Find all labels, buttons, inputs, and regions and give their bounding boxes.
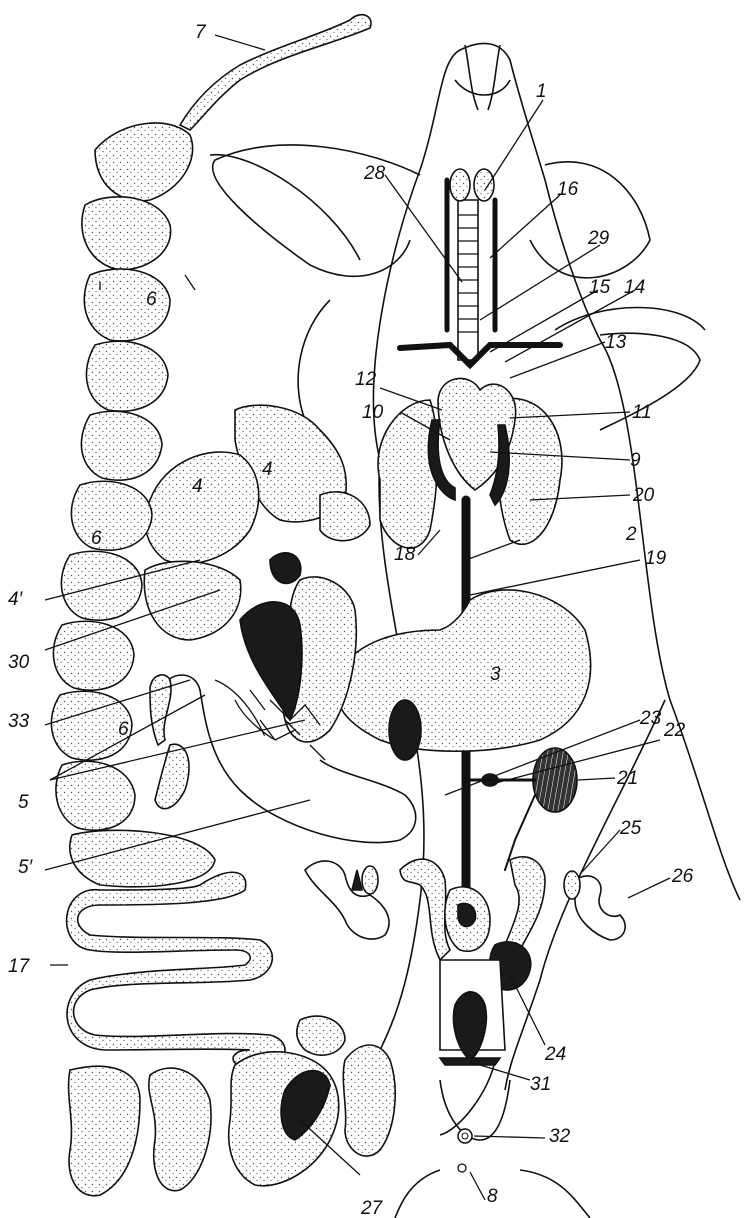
- label-13: 13: [605, 332, 627, 353]
- label-9: 9: [630, 450, 641, 471]
- bladder: [445, 887, 490, 951]
- label-23: 23: [639, 708, 662, 729]
- label-2: 2: [625, 524, 637, 545]
- label-8: 8: [487, 1186, 498, 1207]
- label-29: 29: [587, 228, 610, 249]
- label-33: 33: [8, 711, 30, 732]
- anus: [458, 1164, 466, 1172]
- gallbladder: [270, 553, 301, 584]
- heart: [428, 379, 515, 505]
- label-31: 31: [530, 1074, 551, 1095]
- label-7: 7: [195, 22, 207, 43]
- label-10: 10: [362, 402, 384, 423]
- kidney-left: [533, 748, 577, 812]
- label-21: 21: [616, 768, 638, 789]
- label-15: 15: [589, 277, 611, 298]
- label-4b: 4: [192, 476, 203, 497]
- stomach: [283, 577, 591, 751]
- label-3: 3: [490, 664, 501, 685]
- label-5: 5: [18, 792, 29, 813]
- label-14: 14: [624, 277, 645, 298]
- label-16: 16: [557, 179, 579, 200]
- label-6a: 6: [146, 289, 157, 310]
- label-12: 12: [355, 369, 377, 390]
- thyroid-gland: [450, 169, 494, 201]
- label-27: 27: [360, 1198, 384, 1218]
- label-1: 1: [536, 81, 547, 102]
- label-19: 19: [645, 548, 667, 569]
- vagina: [440, 960, 505, 1065]
- label-6c: 6: [118, 719, 129, 740]
- label-17: 17: [8, 956, 31, 977]
- label-22: 22: [663, 720, 686, 741]
- label-6b: 6: [91, 528, 102, 549]
- neck-vessels: [400, 180, 560, 365]
- label-4a: 4: [262, 459, 273, 480]
- label-18: 18: [394, 544, 416, 565]
- label-25: 25: [619, 818, 642, 839]
- label-20: 20: [632, 485, 655, 506]
- urethral-opening: [458, 1129, 472, 1143]
- label-5prime: 5′: [18, 857, 34, 878]
- label-28: 28: [363, 163, 386, 184]
- label-4prime: 4′: [8, 589, 24, 610]
- label-30: 30: [8, 652, 30, 673]
- label-32: 32: [549, 1126, 571, 1147]
- label-24: 24: [544, 1044, 566, 1065]
- label-11: 11: [632, 402, 652, 423]
- label-26: 26: [671, 866, 694, 887]
